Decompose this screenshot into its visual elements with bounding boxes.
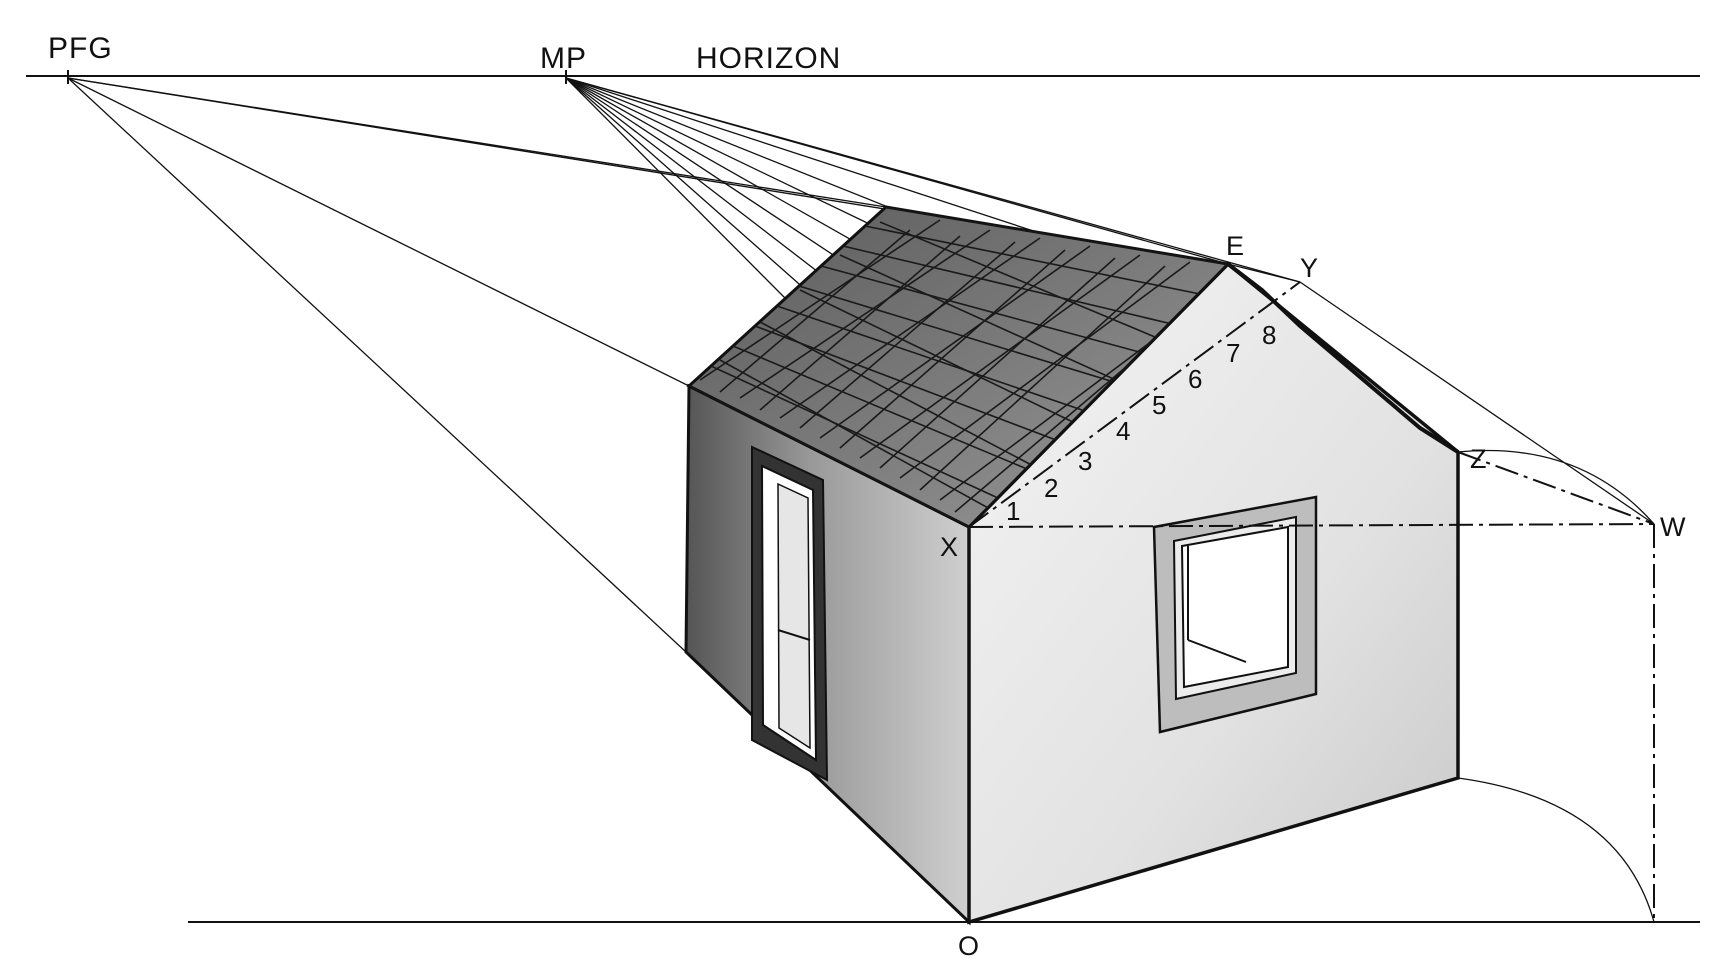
division-number: 3	[1078, 446, 1092, 476]
label-y: Y	[1300, 253, 1318, 283]
label-pfg: PFG	[48, 32, 113, 65]
division-number: 4	[1116, 416, 1130, 446]
point-marks	[67, 70, 567, 84]
label-w: W	[1660, 512, 1686, 542]
window	[1152, 495, 1318, 734]
division-number: 8	[1262, 320, 1276, 350]
division-number: 5	[1152, 390, 1166, 420]
door	[751, 445, 829, 782]
label-e: E	[1226, 231, 1244, 261]
label-o: O	[958, 931, 979, 961]
label-horizon: HORIZON	[696, 42, 841, 75]
label-z: Z	[1470, 444, 1487, 474]
division-number: 1	[1006, 496, 1020, 526]
division-number: 6	[1188, 364, 1202, 394]
construction-lines	[968, 263, 1655, 923]
label-mp: MP	[540, 42, 587, 75]
division-number: 7	[1226, 338, 1240, 368]
label-x: X	[940, 532, 958, 562]
division-number: 2	[1044, 473, 1058, 503]
roof	[686, 205, 1460, 529]
